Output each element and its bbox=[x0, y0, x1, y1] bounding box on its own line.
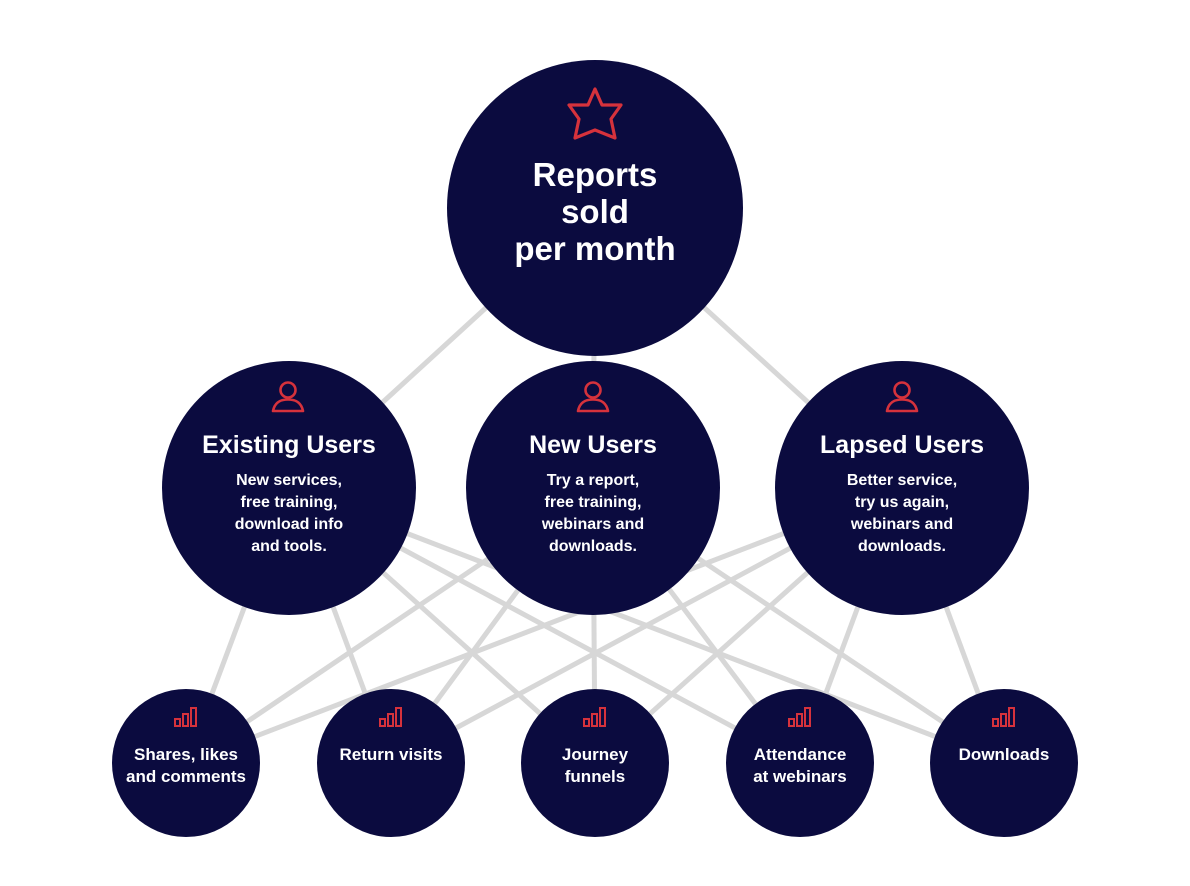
segment-description-lapsed-users: Better service, try us again, webinars a… bbox=[846, 472, 958, 555]
metric-label-shares: Shares, likes and comments bbox=[126, 745, 246, 786]
bar-chart-icon bbox=[788, 707, 811, 727]
star-icon bbox=[567, 87, 623, 140]
bar-chart-icon bbox=[583, 707, 606, 727]
segment-title-lapsed-users: Lapsed Users bbox=[820, 431, 984, 459]
segment-title-new-users: New Users bbox=[529, 431, 657, 459]
metric-label-return-visits: Return visits bbox=[339, 745, 443, 764]
segment-description-existing-users: New services, free training, download in… bbox=[234, 472, 344, 555]
bar-chart-icon bbox=[992, 707, 1015, 727]
segment-description-new-users: Try a report, free training, webinars an… bbox=[541, 472, 645, 555]
root-label: Reports sold per month bbox=[514, 156, 676, 267]
bar-chart-icon bbox=[379, 707, 402, 727]
metric-label-attendance: Attendance at webinars bbox=[753, 745, 847, 786]
bar-chart-icon bbox=[174, 707, 197, 727]
segment-node-new-users bbox=[466, 361, 720, 615]
user-icon bbox=[885, 381, 919, 413]
metric-label-downloads: Downloads bbox=[958, 745, 1050, 764]
segment-node-existing-users bbox=[162, 361, 416, 615]
segment-title-existing-users: Existing Users bbox=[202, 431, 376, 459]
root-node bbox=[447, 60, 743, 356]
metric-label-journey-funnels: Journey funnels bbox=[561, 745, 629, 786]
user-icon bbox=[576, 381, 610, 413]
segment-node-lapsed-users bbox=[775, 361, 1029, 615]
user-icon bbox=[271, 381, 305, 413]
